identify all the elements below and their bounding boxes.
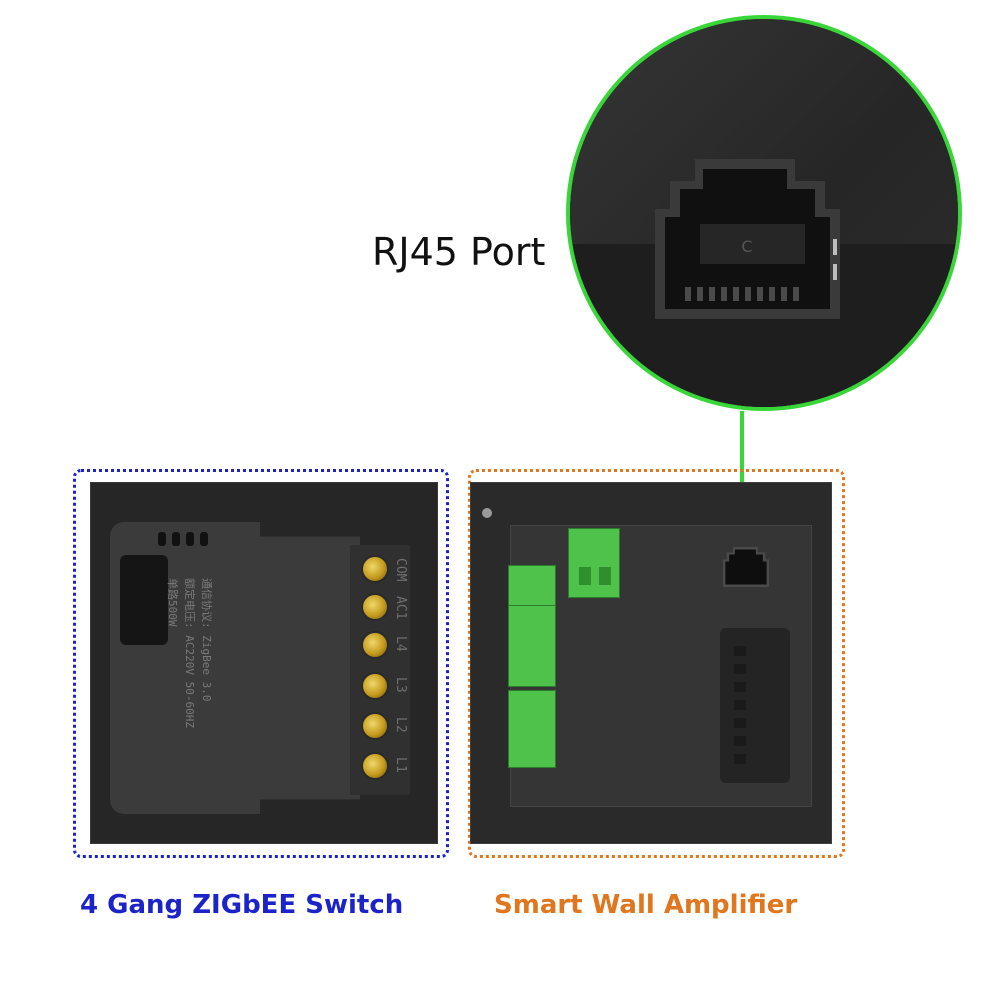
terminal-screw [361,555,389,583]
green-terminal-block [508,605,556,687]
terminal-screw [361,712,389,740]
terminal-label-l3: L3 [393,677,408,693]
vent-slot [158,532,166,546]
vent-slot [186,532,194,546]
terminal-screw [361,672,389,700]
mount-screw [482,508,492,518]
switch-dotted-frame [73,469,449,858]
rj45-port-icon: C [655,159,840,319]
rj45-socket-icon [722,547,770,587]
port-letter: C [741,237,752,256]
switch-mount-bracket [120,555,168,645]
green-terminal-2pin [568,528,620,598]
vent-slot [200,532,208,546]
callout-arrow-line [740,411,744,521]
terminal-label-com: COM [393,558,408,582]
rj45-zoom-callout: C [566,15,962,411]
switch-caption: 4 Gang ZIGbEE Switch [80,890,404,920]
terminal-label-l1: L1 [393,757,408,773]
terminal-screw [361,593,389,621]
amplifier-caption: Smart Wall Amplifier [494,890,798,920]
spec-line: 通信协议: ZigBee 3.0 [200,578,213,702]
spec-line: 单路500W [166,578,179,627]
green-terminal-block [508,565,556,607]
spec-line: 额定电压: AC220V 50-60HZ [183,578,196,728]
rj45-port-label: RJ45 Port [372,230,546,274]
terminal-screw [361,631,389,659]
vent-slot [172,532,180,546]
amplifier-dotted-frame [468,469,845,858]
terminal-label-l4: L4 [393,636,408,652]
green-terminal-block [508,690,556,768]
terminal-label-ac1: AC1 [393,596,408,620]
amplifier-vent [720,628,790,783]
terminal-label-l2: L2 [393,717,408,733]
terminal-screw [361,752,389,780]
